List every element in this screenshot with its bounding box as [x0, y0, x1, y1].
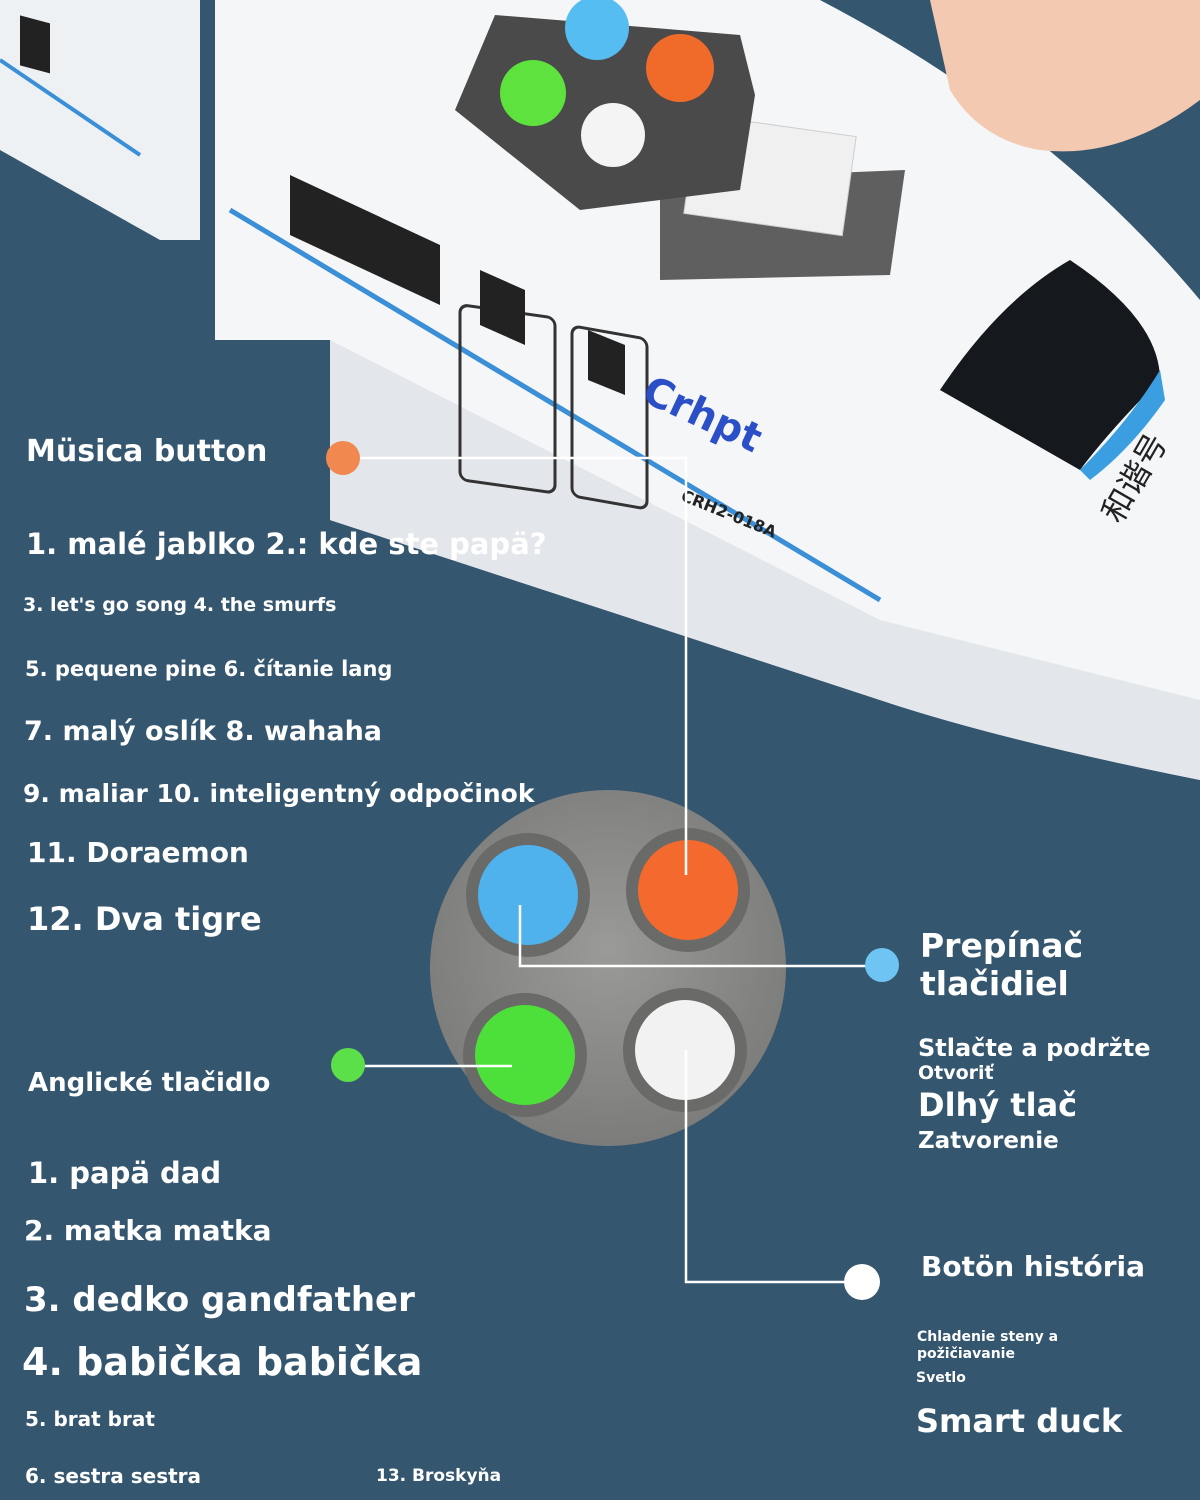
switch-title-2: tlačidiel — [920, 964, 1069, 1003]
switch-desc: Dlhý tlač — [918, 1086, 1078, 1124]
english-item: 4. babička babička — [22, 1340, 423, 1384]
music-button[interactable] — [478, 845, 578, 945]
english-item: 1. papä dad — [28, 1156, 222, 1190]
english-item: 5. brat brat — [25, 1407, 155, 1431]
music-item: 12. Dva tigre — [27, 900, 262, 938]
train-front-car — [215, 0, 1200, 780]
music-item: 7. malý oslík 8. wahaha — [24, 716, 383, 747]
music-item: 5. pequene pine 6. čítanie lang — [25, 657, 393, 681]
switch-desc: Otvoriť — [918, 1062, 994, 1084]
english-button[interactable] — [475, 1005, 575, 1105]
switch-desc: Zatvorenie — [918, 1128, 1059, 1154]
button-panel — [430, 790, 786, 1146]
story-desc: požičiavanie — [917, 1346, 1015, 1362]
switch-button[interactable] — [638, 840, 738, 940]
train-rear-car — [0, 0, 200, 240]
english-callout-dot — [331, 1048, 365, 1082]
story-desc: Svetlo — [916, 1370, 966, 1386]
switch-title-1: Prepínač — [920, 926, 1084, 965]
music-item: 11. Doraemon — [27, 836, 249, 869]
story-desc: Smart duck — [916, 1402, 1123, 1440]
story-title: Botön história — [921, 1250, 1145, 1283]
music-item: 9. maliar 10. inteligentný odpočinok — [23, 779, 535, 808]
hand — [930, 0, 1200, 152]
music-callout-dot — [326, 441, 360, 475]
story-desc: Chladenie steny a — [917, 1329, 1059, 1345]
english-item: 2. matka matka — [24, 1214, 272, 1247]
music-title: Müsica button — [26, 434, 268, 469]
english-item: 6. sestra sestra — [25, 1464, 202, 1488]
english-item: 3. dedko gandfather — [24, 1280, 415, 1320]
story-callout-dot — [844, 1264, 880, 1300]
english-title: Anglické tlačidlo — [28, 1068, 271, 1098]
switch-callout-dot — [865, 948, 899, 982]
music-item: 1. malé jablko 2.: kde ste papä? — [26, 527, 547, 561]
switch-desc: Stlačte a podržte — [918, 1034, 1151, 1062]
english-item: 13. Broskyňa — [376, 1466, 502, 1486]
callout-lines — [343, 456, 882, 1284]
music-item: 3. let's go song 4. the smurfs — [23, 594, 337, 616]
